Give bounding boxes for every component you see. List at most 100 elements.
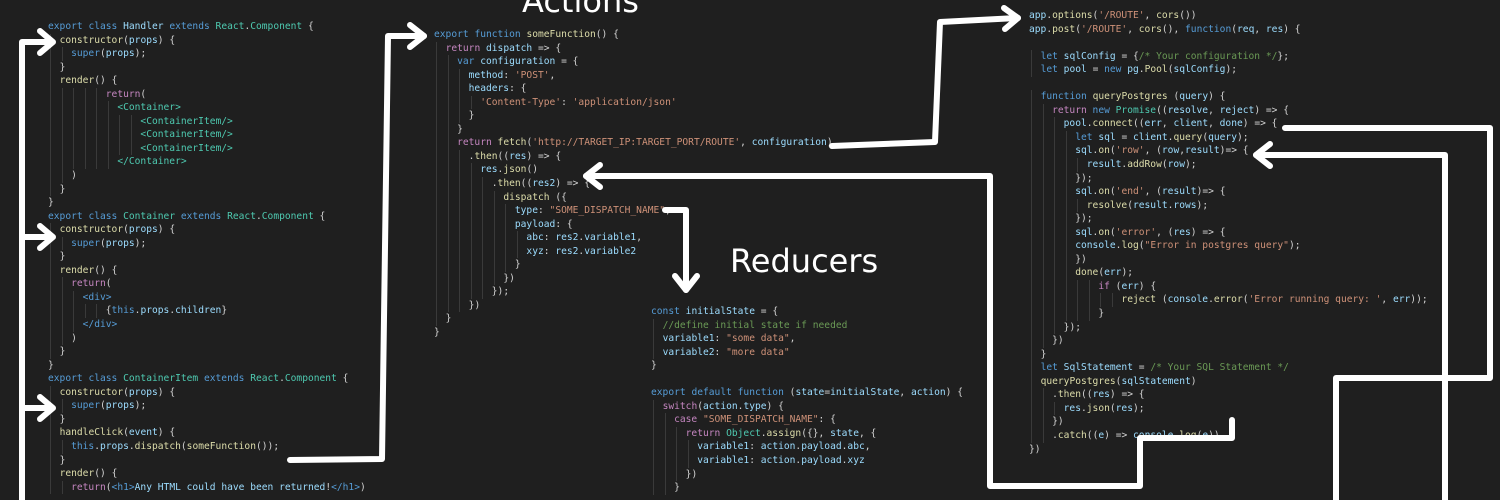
code-token: , xyxy=(740,137,746,149)
code-token: class xyxy=(88,210,118,222)
code-line: this.props.dispatch(someFunction()); xyxy=(48,439,366,454)
code-line: } xyxy=(434,326,833,340)
code-token: React xyxy=(215,21,245,32)
code-token: , xyxy=(1179,145,1186,157)
code-token: . xyxy=(1208,294,1214,306)
indent-guide xyxy=(84,87,86,102)
indent-guide xyxy=(1054,252,1056,267)
indent-guide xyxy=(1054,401,1056,416)
code-token: , xyxy=(1161,118,1168,130)
indent-guide xyxy=(1031,401,1032,416)
code-token: { xyxy=(169,34,176,46)
code-token: . xyxy=(94,440,100,452)
code-line: res.json() xyxy=(434,163,833,178)
code-token: <h1> xyxy=(111,481,135,493)
code-token: . xyxy=(255,210,262,222)
code-token: ; xyxy=(1086,213,1093,225)
code-line: export class Handler extends React.Compo… xyxy=(48,20,366,34)
code-line: pool.connect((err, client, done) => { xyxy=(1029,117,1428,131)
code-token: ( xyxy=(123,427,129,439)
indent-guide xyxy=(1031,415,1032,429)
indent-guide xyxy=(1031,130,1032,145)
code-token: ( xyxy=(123,386,129,398)
code-token: : xyxy=(749,441,755,453)
indent-guide xyxy=(459,271,461,286)
code-line: let SqlStatement = /* Your SQL Statement… xyxy=(1029,361,1428,375)
indent-guide xyxy=(50,155,51,170)
code-token: ; xyxy=(1190,159,1197,171)
code-line: render() { xyxy=(48,263,366,278)
code-token: client xyxy=(1133,131,1168,143)
code-line: sql.on('end', (result)=> { xyxy=(1029,185,1428,199)
code-token: ( xyxy=(1156,145,1162,157)
code-token: type xyxy=(743,400,767,412)
code-line: if (err) { xyxy=(1029,279,1428,294)
code-token: { xyxy=(555,42,562,54)
code-token: : xyxy=(561,96,567,108)
code-token: ; xyxy=(1294,240,1301,252)
code-token: : xyxy=(543,232,550,244)
indent-guide xyxy=(436,271,437,286)
code-token: > xyxy=(1121,429,1128,441)
indent-guide xyxy=(84,141,86,156)
indent-guide xyxy=(61,141,63,156)
code-token: } xyxy=(685,468,692,480)
indent-guide xyxy=(50,439,51,454)
indent-guide xyxy=(447,177,449,191)
code-token: props xyxy=(105,48,135,60)
code-token: } xyxy=(457,123,463,135)
code-token: { xyxy=(957,387,963,399)
indent-guide xyxy=(1100,293,1102,308)
indent-guide xyxy=(1031,320,1032,335)
code-line: }) xyxy=(1029,415,1428,429)
code-token: res xyxy=(1063,402,1081,414)
code-line: <ContainerItem/> xyxy=(48,128,366,142)
code-token: 'Error running query: ' xyxy=(1248,294,1382,306)
code-line: } xyxy=(434,312,833,327)
code-token: ) xyxy=(1034,443,1041,455)
code-token: ) xyxy=(1121,267,1128,279)
indent-guide xyxy=(1042,117,1044,131)
code-line: export function someFunction() { xyxy=(434,28,833,42)
actions-heading: Actions xyxy=(522,0,639,20)
code-token: , xyxy=(858,427,865,439)
code-line: }) xyxy=(434,271,833,286)
code-line: 'Content-Type': 'application/json' xyxy=(434,95,833,110)
indent-guide xyxy=(84,128,86,142)
indent-guide xyxy=(493,217,495,232)
code-token: } xyxy=(468,299,475,311)
indent-guide xyxy=(482,271,484,286)
indent-guide xyxy=(1065,158,1067,172)
indent-guide xyxy=(50,236,51,251)
code-token: ( xyxy=(94,75,100,87)
code-line: }) xyxy=(1029,252,1428,267)
indent-guide xyxy=(436,244,437,259)
code-token: Handler xyxy=(123,21,164,32)
code-token: this xyxy=(71,440,95,452)
code-token: } xyxy=(59,61,66,73)
code-token: . xyxy=(1092,145,1099,157)
code-token: err xyxy=(1121,280,1139,292)
indent-guide xyxy=(1088,293,1090,308)
code-token: ( xyxy=(1202,131,1209,143)
code-token: class xyxy=(88,373,118,385)
code-token: } xyxy=(1052,335,1058,347)
indent-guide xyxy=(470,95,472,110)
code-line: export class Container extends React.Com… xyxy=(48,210,366,224)
code-token: return xyxy=(105,88,141,100)
code-token: let xyxy=(1040,64,1058,76)
code-token: = xyxy=(1092,64,1099,76)
indent-guide xyxy=(1088,307,1090,321)
code-token: ( xyxy=(180,440,187,452)
code-token: <ContainerItem/> xyxy=(140,142,233,154)
code-line: res.json(res); xyxy=(1029,401,1428,416)
code-token: headers xyxy=(468,83,510,95)
code-token: children xyxy=(175,305,222,317)
code-token: { xyxy=(561,191,567,203)
indent-guide xyxy=(447,271,449,286)
code-token: } xyxy=(59,183,66,195)
code-token: . xyxy=(578,245,585,257)
code-token: addRow xyxy=(1127,159,1162,171)
indent-guide xyxy=(653,345,654,360)
